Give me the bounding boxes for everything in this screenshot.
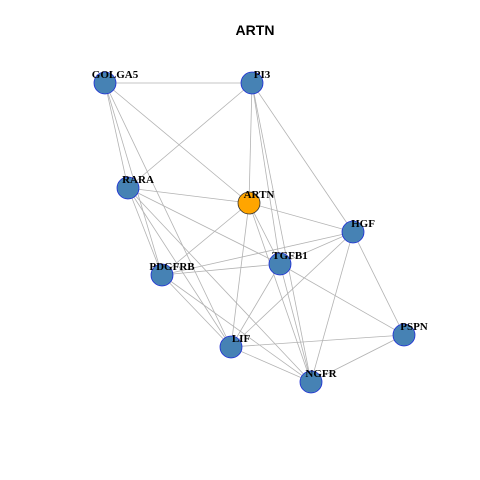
node-label-rara: RARA bbox=[122, 174, 154, 186]
node-rara: RARA bbox=[116, 174, 154, 200]
node-circle-lif bbox=[219, 335, 243, 359]
node-circle-pdgfrb bbox=[150, 263, 174, 287]
edge-layer bbox=[104, 82, 405, 383]
edge-pi3-artn bbox=[248, 82, 253, 204]
edge-pdgfrb-ngfr bbox=[161, 274, 312, 383]
node-hgf: HGF bbox=[341, 218, 375, 244]
node-label-pi3: PI3 bbox=[254, 69, 271, 81]
edge-tgfb1-lif bbox=[230, 263, 281, 348]
edge-rara-ngfr bbox=[127, 187, 312, 383]
edge-lif-ngfr bbox=[230, 346, 312, 383]
node-label-ngfr: NGFR bbox=[305, 368, 337, 380]
node-pdgfrb: PDGFRB bbox=[149, 261, 195, 287]
node-label-golga5: GOLGA5 bbox=[92, 69, 139, 81]
edge-hgf-pdgfrb bbox=[161, 231, 354, 276]
edge-hgf-pspn bbox=[352, 231, 405, 336]
edge-rara-tgfb1 bbox=[127, 187, 281, 265]
edge-artn-pdgfrb bbox=[161, 202, 250, 276]
node-pspn: PSPN bbox=[392, 321, 428, 347]
edge-rara-lif bbox=[127, 187, 232, 348]
edge-artn-tgfb1 bbox=[248, 202, 281, 265]
edge-pdgfrb-lif bbox=[161, 274, 232, 348]
edge-hgf-lif bbox=[230, 231, 354, 348]
node-pi3: PI3 bbox=[240, 69, 271, 95]
node-tgfb1: TGFB1 bbox=[268, 250, 308, 276]
node-artn: ARTN bbox=[237, 189, 275, 215]
node-label-hgf: HGF bbox=[351, 218, 375, 230]
graph-title: ARTN bbox=[236, 22, 275, 38]
node-circle-artn bbox=[237, 191, 261, 215]
edge-artn-lif bbox=[230, 202, 250, 348]
edge-artn-hgf bbox=[248, 202, 354, 233]
edge-pi3-hgf bbox=[251, 82, 354, 233]
node-label-pspn: PSPN bbox=[400, 321, 428, 333]
edge-hgf-tgfb1 bbox=[279, 231, 354, 265]
edge-pi3-ngfr bbox=[251, 82, 312, 383]
node-circle-pi3 bbox=[240, 71, 264, 95]
edge-pspn-lif bbox=[230, 334, 405, 348]
edge-rara-pdgfrb bbox=[127, 187, 163, 276]
node-golga5: GOLGA5 bbox=[92, 69, 139, 95]
node-label-lif: LIF bbox=[232, 333, 251, 345]
edge-rara-artn bbox=[127, 187, 250, 204]
node-ngfr: NGFR bbox=[299, 368, 338, 394]
edge-golga5-lif bbox=[104, 82, 232, 348]
edge-tgfb1-pdgfrb bbox=[161, 263, 281, 276]
edge-artn-ngfr bbox=[248, 202, 312, 383]
node-label-artn: ARTN bbox=[244, 189, 275, 201]
node-lif: LIF bbox=[219, 333, 251, 359]
node-circle-hgf bbox=[341, 220, 365, 244]
edge-golga5-artn bbox=[104, 82, 250, 204]
edge-pi3-rara bbox=[127, 82, 253, 189]
node-circle-ngfr bbox=[299, 370, 323, 394]
edge-hgf-ngfr bbox=[310, 231, 354, 383]
node-label-tgfb1: TGFB1 bbox=[272, 250, 307, 262]
edge-tgfb1-pspn bbox=[279, 263, 405, 336]
node-label-pdgfrb: PDGFRB bbox=[149, 261, 195, 273]
edge-tgfb1-ngfr bbox=[279, 263, 312, 383]
edge-golga5-rara bbox=[104, 82, 129, 189]
node-circle-rara bbox=[116, 176, 140, 200]
node-circle-golga5 bbox=[93, 71, 117, 95]
edge-pspn-ngfr bbox=[310, 334, 405, 383]
node-circle-tgfb1 bbox=[268, 252, 292, 276]
edge-pi3-tgfb1 bbox=[251, 82, 281, 265]
node-circle-pspn bbox=[392, 323, 416, 347]
